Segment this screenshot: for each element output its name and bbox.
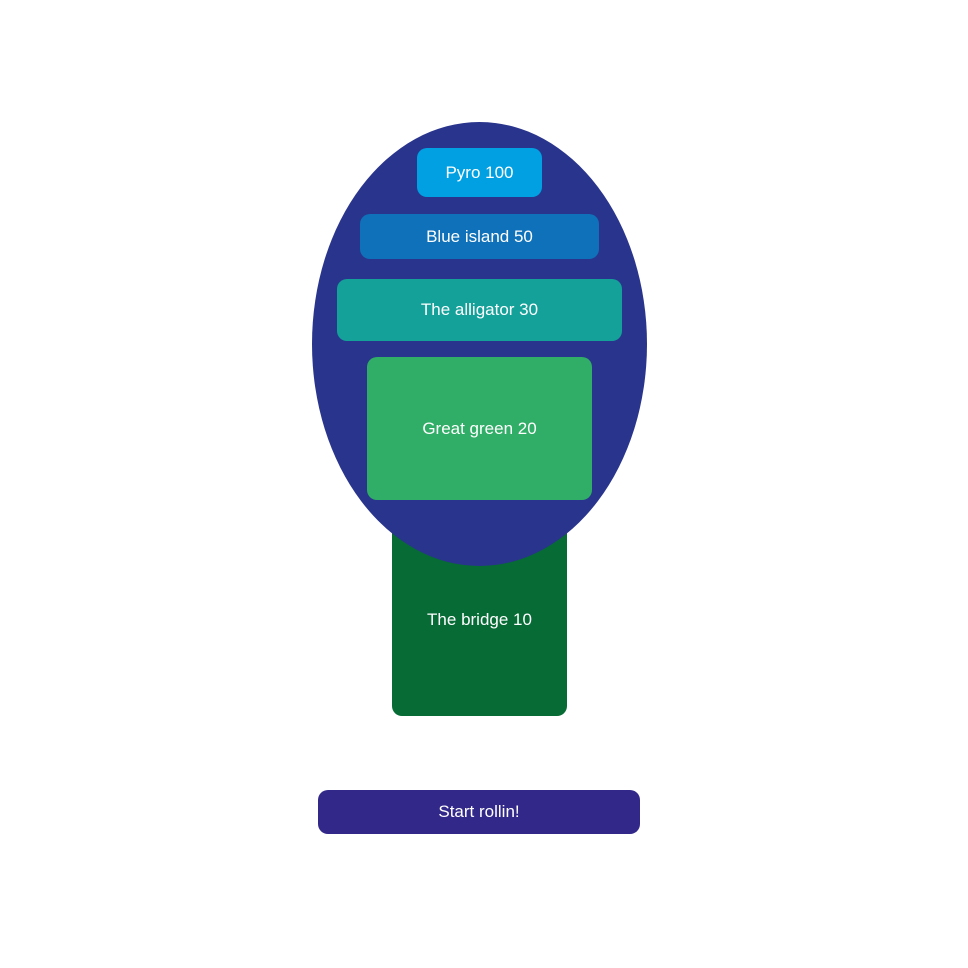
level-label: The bridge 10 <box>427 610 532 629</box>
level-great-green[interactable]: Great green 20 <box>367 357 592 500</box>
level-blue-island[interactable]: Blue island 50 <box>360 214 599 259</box>
level-the-alligator[interactable]: The alligator 30 <box>337 279 622 341</box>
level-label: Blue island 50 <box>426 226 533 246</box>
level-label: The alligator 30 <box>420 300 539 319</box>
start-rollin-button[interactable]: Start rollin! <box>318 790 640 834</box>
level-label: Pyro 100 <box>445 162 514 182</box>
level-pyro[interactable]: Pyro 100 <box>417 148 542 197</box>
level-label: Great green 20 <box>422 418 537 438</box>
